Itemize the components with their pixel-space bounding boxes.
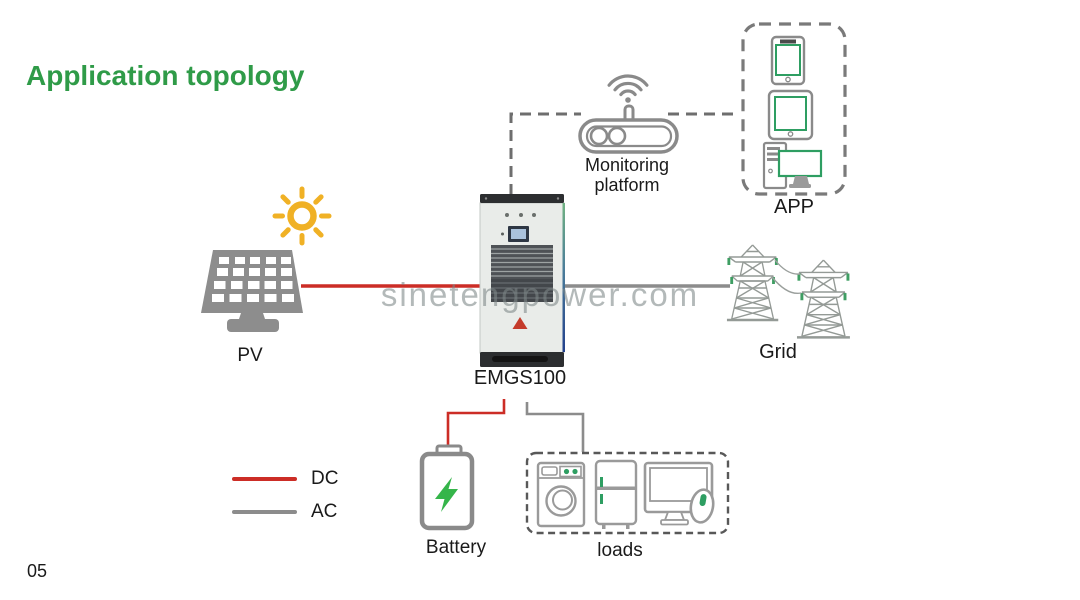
power-wire (771, 276, 802, 295)
inverter-label: EMGS100 (473, 367, 567, 389)
ac-line-inverter-loads (525, 402, 585, 452)
app-group (741, 22, 847, 196)
legend-ac-line (232, 510, 297, 514)
mouse-icon (689, 488, 715, 524)
loads-group (525, 451, 730, 535)
grid-label: Grid (759, 341, 797, 363)
page-title: Application topology (26, 60, 305, 91)
router-body (578, 118, 679, 154)
monitoring-platform-label: Monitoring platform (584, 155, 670, 195)
power-wire (774, 259, 801, 275)
loads-label: loads (597, 540, 643, 561)
app-label: APP (773, 196, 815, 218)
smartphone-icon (770, 35, 806, 86)
desktop-computer-icon (762, 141, 823, 190)
warning-triangle-icon (512, 317, 528, 329)
app-dashed-box (741, 22, 847, 196)
grid-towers-icon (725, 243, 852, 339)
refrigerator-icon (594, 459, 638, 529)
legend-dc-label: DC (311, 468, 339, 489)
dc-line-inverter-battery (446, 399, 506, 447)
watermark: sinetengpower.com (380, 276, 700, 313)
battery-icon (419, 444, 475, 531)
inverter-cabinet-icon (479, 194, 565, 367)
lightning-bolt-icon (435, 477, 458, 512)
page-number: 05 (27, 561, 48, 581)
washing-machine-icon (536, 461, 586, 528)
tablet-icon (767, 89, 814, 141)
loads-dashed-box (525, 451, 730, 535)
wifi-icon (607, 74, 649, 103)
pv-panel-icon (201, 250, 303, 332)
monitoring-platform-icon (578, 74, 679, 154)
connections (301, 112, 740, 452)
legend-ac-label: AC (311, 501, 338, 522)
battery-label: Battery (425, 537, 487, 558)
sun-icon (272, 186, 332, 246)
comm-line-inverter-monitoring (509, 112, 581, 195)
pv-label: PV (237, 345, 263, 366)
legend-dc-line (232, 477, 297, 481)
